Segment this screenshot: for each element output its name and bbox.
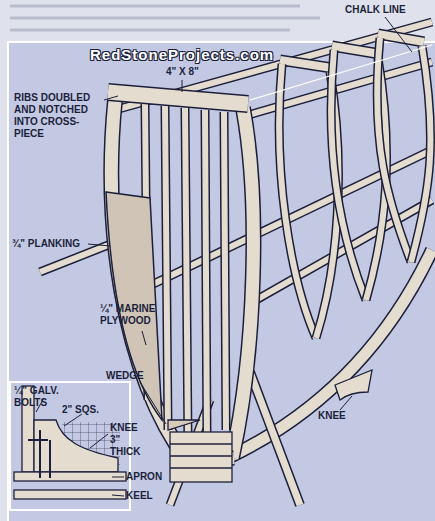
strut bbox=[250, 372, 300, 505]
batten bbox=[185, 108, 188, 442]
batten bbox=[165, 106, 168, 430]
part-label: CHALK LINE bbox=[345, 4, 406, 16]
part-label: ¾" PLANKING bbox=[12, 238, 80, 250]
rib bbox=[377, 38, 411, 262]
crosspiece bbox=[280, 60, 332, 68]
batten bbox=[205, 110, 207, 442]
part-label: WEDGE bbox=[106, 370, 144, 382]
rib bbox=[377, 38, 411, 262]
part-label: 4" X 8" bbox=[166, 66, 199, 78]
crosspiece bbox=[280, 60, 332, 68]
faint-page-lines bbox=[10, 6, 320, 30]
batten bbox=[165, 106, 168, 430]
strut bbox=[250, 372, 300, 505]
crosspiece bbox=[108, 92, 248, 104]
crosspiece bbox=[332, 46, 380, 54]
rib bbox=[232, 108, 253, 458]
part-label: 2" SQS. bbox=[62, 404, 99, 416]
part-label: KEEL bbox=[126, 490, 153, 502]
inset-panel bbox=[8, 42, 435, 521]
rib bbox=[331, 50, 366, 300]
part-label: RIBS DOUBLED AND NOTCHED INTO CROSS-PIEC… bbox=[14, 92, 104, 140]
part-label: KNEE bbox=[318, 410, 346, 422]
crosspiece bbox=[108, 92, 248, 104]
batten bbox=[224, 112, 226, 430]
rib bbox=[232, 108, 253, 458]
rib bbox=[331, 50, 366, 300]
wedge-block bbox=[168, 420, 232, 482]
rib bbox=[279, 64, 316, 338]
part-label: APRON bbox=[126, 471, 162, 483]
chalk-line bbox=[250, 45, 432, 100]
batten bbox=[205, 110, 207, 442]
leader-lines bbox=[36, 17, 412, 496]
crosspiece bbox=[332, 46, 380, 54]
rib bbox=[411, 46, 431, 262]
rib bbox=[279, 64, 316, 338]
part-label: ¼" MARINE PLYWOOD bbox=[100, 303, 162, 327]
batten bbox=[224, 112, 226, 430]
part-label: KNEE 3" THICK bbox=[110, 422, 150, 458]
rib bbox=[411, 46, 431, 262]
knee-brace bbox=[335, 370, 372, 400]
watermark: RedStoneProjects.com bbox=[90, 46, 274, 64]
batten bbox=[185, 108, 188, 442]
